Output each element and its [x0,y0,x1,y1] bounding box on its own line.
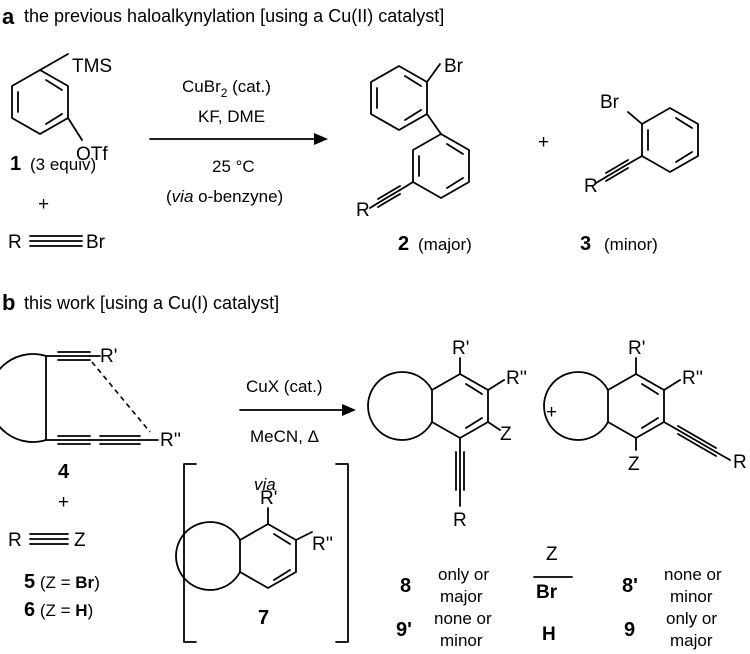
row1-right-text2: minor [670,587,713,606]
product-3-r-label: R [584,176,598,197]
row2-right-text1: only or [666,609,717,628]
product-8-r2-label: R'' [506,368,527,389]
product-8-r-label: R [453,510,467,531]
product-3-number: 3 [580,233,591,255]
alkyne-r-label: R [8,530,22,551]
row1-left-text1: only or [438,565,489,584]
bromoalkyne-triple-bond [29,235,83,247]
product-8prime-r-label: R [733,452,747,473]
product-2-br-label: Br [444,56,464,77]
row2-right-text2: major [670,631,713,650]
compound-1-structure [11,53,83,141]
compound-1-number: 1 [10,153,21,175]
reaction-arrow-b [239,404,356,416]
selectivity-table: Z 8 only or major Br 8' none or minor 9'… [396,544,722,650]
product-2-structure [369,63,470,209]
panel-b-plus-products: + [546,402,557,423]
reagent-6-definition: 6 (Z = H) [24,599,93,621]
conditions-via-benzyne: (via o-benzyne) [166,187,283,206]
conditions-mecn-heat: MeCN, Δ [250,427,319,446]
panel-b-letter: b [2,290,15,315]
triyne-4-number: 4 [58,461,70,483]
aryne-7-r1-label: R' [260,488,277,509]
panel-b-caption: this work [using a Cu(I) catalyst] [24,293,279,313]
row2-left-text1: none or [434,609,492,628]
product-3-minor: (minor) [604,235,658,254]
triyne-4-r1-label: R' [100,346,117,367]
row2-right-number: 9 [624,619,635,641]
catalyst-cubr2: CuBr2 (cat.) [182,77,271,100]
product-2-r-label: R [356,200,370,221]
table-header-z: Z [546,544,558,565]
row2-z-value: H [542,624,556,645]
product-8prime-r2-label: R'' [682,368,703,389]
aryne-7-number: 7 [258,607,269,629]
aryne-7-r2-label: R'' [312,534,333,555]
row1-right-number: 8' [622,575,638,597]
product-2-number: 2 [398,233,409,255]
product-8prime-z-label: Z [628,454,640,475]
conditions-cux: CuX (cat.) [246,377,323,396]
row2-left-text2: minor [440,631,483,650]
conditions-kf-dme: KF, DME [198,107,265,126]
triyne-4-r2-label: R'' [160,430,181,451]
bromoalkyne-r-label: R [8,232,22,253]
row1-left-text2: major [440,587,483,606]
panel-a-plus-products: + [538,132,549,153]
panel-a: a the previous haloalkynylation [using a… [2,4,699,255]
alkyne-triple-bond [29,533,69,545]
triyne-4-structure [0,351,159,445]
aryne-7-structure [175,507,313,591]
compound-1-otf-label: OTf [76,144,108,165]
row2-left-number: 9' [396,619,412,641]
product-8-r1-label: R' [452,338,469,359]
conditions-temperature: 25 °C [212,157,255,176]
row1-right-text1: none or [664,565,722,584]
row1-z-value: Br [536,582,558,603]
compound-1-tms-label: TMS [72,56,112,77]
row1-left-number: 8 [400,575,411,597]
intermediate-brackets [183,463,349,643]
alkyne-z-label: Z [74,530,86,551]
product-3-br-label: Br [600,92,620,113]
product-8prime-structure [543,357,731,461]
product-8-z-label: Z [500,424,512,445]
product-8prime-r1-label: R' [628,338,645,359]
panel-b-plus: + [58,492,69,513]
product-3-structure [595,107,699,184]
panel-a-letter: a [2,4,15,29]
panel-a-plus: + [38,194,49,215]
product-2-major: (major) [418,235,472,254]
reaction-arrow-a [149,133,328,145]
compound-1-equiv: (3 equiv) [30,155,96,174]
panel-a-caption: the previous haloalkynylation [using a C… [24,6,444,26]
reagent-5-definition: 5 (Z = Br) [24,571,100,593]
intermediate-via-label: via [254,475,276,494]
bromoalkyne-br-label: Br [86,232,106,253]
product-8-structure [367,357,505,507]
panel-b: b this work [using a Cu(I) catalyst] R' … [0,290,747,650]
